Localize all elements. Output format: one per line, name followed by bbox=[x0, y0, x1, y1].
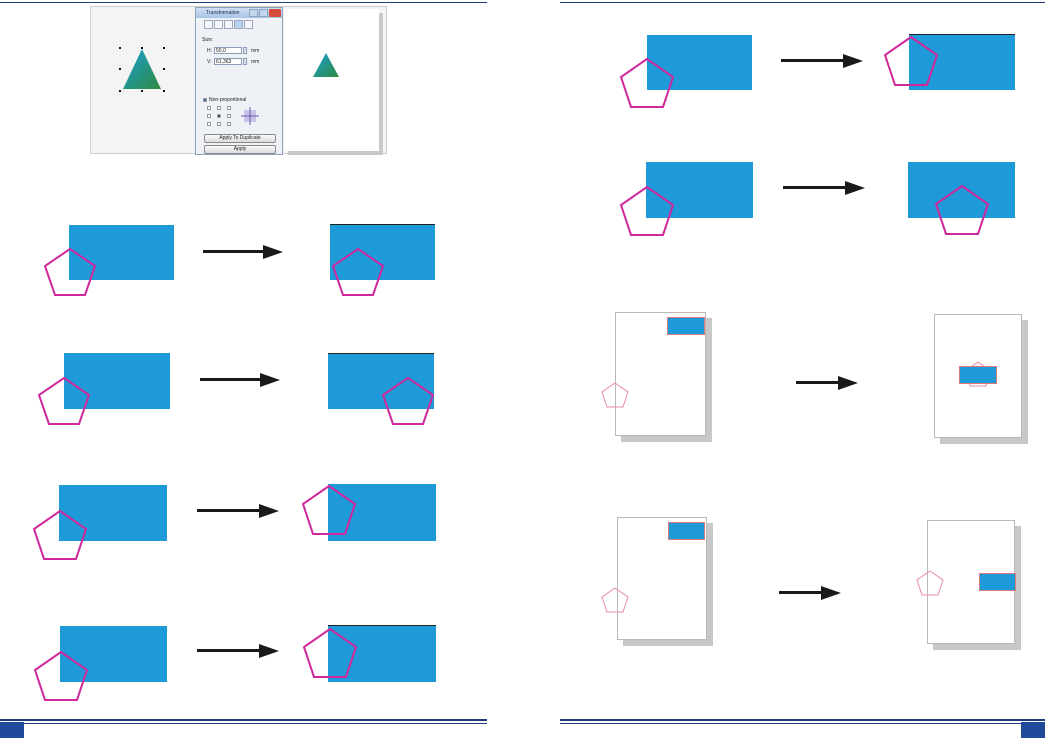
arrow-2 bbox=[200, 373, 280, 387]
anchor-top-left[interactable] bbox=[207, 106, 211, 110]
rectangle-after-4 bbox=[328, 625, 436, 682]
height-spinner[interactable] bbox=[243, 58, 247, 65]
minimize-icon[interactable] bbox=[249, 9, 258, 17]
rectangle-before-r2 bbox=[646, 162, 753, 218]
apply-to-duplicate-button[interactable]: Apply To Duplicate bbox=[204, 134, 276, 143]
pentagon-before-4 bbox=[33, 650, 89, 701]
arrow-r1 bbox=[781, 54, 863, 68]
width-unit: mm bbox=[251, 48, 260, 54]
arrow-3 bbox=[197, 504, 279, 518]
rectangle-after-r1 bbox=[909, 34, 1015, 90]
arrow-r2 bbox=[783, 181, 865, 195]
pentagon-before-r4 bbox=[601, 587, 629, 613]
left-header-rule bbox=[0, 2, 487, 3]
rectangle-before-r4 bbox=[668, 522, 705, 540]
right-header-rule bbox=[560, 2, 1045, 3]
size-tab-icon[interactable] bbox=[234, 20, 243, 29]
right-page-marker bbox=[1021, 722, 1045, 738]
anchor-preview-icon bbox=[241, 107, 259, 125]
close-icon[interactable] bbox=[269, 9, 281, 17]
anchor-top-center[interactable] bbox=[217, 106, 221, 110]
arrow-r4 bbox=[779, 586, 841, 600]
position-tab-icon[interactable] bbox=[204, 20, 213, 29]
anchor-bottom-center[interactable] bbox=[217, 122, 221, 126]
nonproportional-label: Non-proportional bbox=[209, 97, 247, 103]
left-footer-rule-thin bbox=[0, 723, 487, 724]
pentagon-after-r4 bbox=[916, 570, 944, 596]
pentagon-before-r2 bbox=[619, 185, 675, 236]
width-spinner[interactable] bbox=[243, 47, 247, 54]
anchor-bottom-right[interactable] bbox=[227, 122, 231, 126]
apply-button[interactable]: Apply bbox=[204, 145, 276, 154]
arrow-r3 bbox=[796, 376, 858, 390]
rectangle-before-r3 bbox=[667, 317, 705, 335]
pentagon-after-2 bbox=[381, 376, 435, 425]
rectangle-before-1 bbox=[69, 225, 174, 280]
pentagon-before-1 bbox=[43, 247, 97, 296]
rectangle-after-r4 bbox=[979, 573, 1016, 591]
height-input[interactable]: 61,363 bbox=[214, 58, 242, 65]
pentagon-before-3 bbox=[32, 509, 88, 560]
nonproportional-checkbox[interactable] bbox=[203, 98, 207, 102]
rotate-tab-icon[interactable] bbox=[214, 20, 223, 29]
pentagon-after-r1 bbox=[883, 35, 939, 86]
preview-page bbox=[284, 9, 379, 151]
anchor-bottom-left[interactable] bbox=[207, 122, 211, 126]
right-footer-rule bbox=[560, 719, 1045, 721]
width-input[interactable]: 50,0 bbox=[214, 47, 242, 54]
pentagon-after-3 bbox=[301, 484, 357, 535]
width-label: H: bbox=[207, 48, 212, 54]
dialog-title-bar: Transformation bbox=[196, 8, 282, 18]
anchor-middle-left[interactable] bbox=[207, 114, 211, 118]
rectangle-before-r1 bbox=[647, 35, 752, 90]
height-unit: mm bbox=[251, 59, 260, 65]
right-footer-rule-thin bbox=[560, 723, 1045, 724]
anchor-center[interactable] bbox=[217, 114, 221, 118]
rectangle-after-r2 bbox=[908, 162, 1015, 218]
left-footer-rule bbox=[0, 719, 487, 721]
arrow-4 bbox=[197, 644, 279, 658]
rectangle-after-r3 bbox=[959, 366, 997, 384]
rectangle-before-4 bbox=[60, 626, 167, 682]
pentagon-before-r1 bbox=[619, 57, 675, 108]
pentagon-after-1 bbox=[331, 247, 385, 296]
anchor-top-right[interactable] bbox=[227, 106, 231, 110]
arrow-1 bbox=[203, 245, 283, 259]
transformation-dialog: Transformation Size: H: 50,0 mm V: 61,36… bbox=[195, 7, 283, 155]
pentagon-before-r3 bbox=[601, 382, 629, 408]
gradient-triangle-selected bbox=[119, 47, 165, 92]
rectangle-before-2 bbox=[64, 353, 170, 409]
rectangle-after-1 bbox=[330, 224, 435, 280]
pentagon-before-2 bbox=[37, 376, 91, 425]
size-section-label: Size: bbox=[202, 37, 214, 43]
maximize-icon[interactable] bbox=[259, 9, 268, 17]
rectangle-after-2 bbox=[328, 353, 434, 409]
transformation-screenshot: Transformation Size: H: 50,0 mm V: 61,36… bbox=[90, 6, 387, 155]
scale-tab-icon[interactable] bbox=[224, 20, 233, 29]
left-page-marker bbox=[0, 722, 24, 738]
pentagon-after-4 bbox=[302, 627, 358, 678]
rectangle-before-3 bbox=[59, 485, 167, 541]
dialog-title: Transformation bbox=[206, 10, 240, 16]
skew-tab-icon[interactable] bbox=[244, 20, 253, 29]
height-label: V: bbox=[207, 59, 212, 65]
pentagon-after-r2 bbox=[934, 184, 990, 235]
gradient-triangle-small bbox=[313, 53, 339, 77]
anchor-middle-right[interactable] bbox=[227, 114, 231, 118]
